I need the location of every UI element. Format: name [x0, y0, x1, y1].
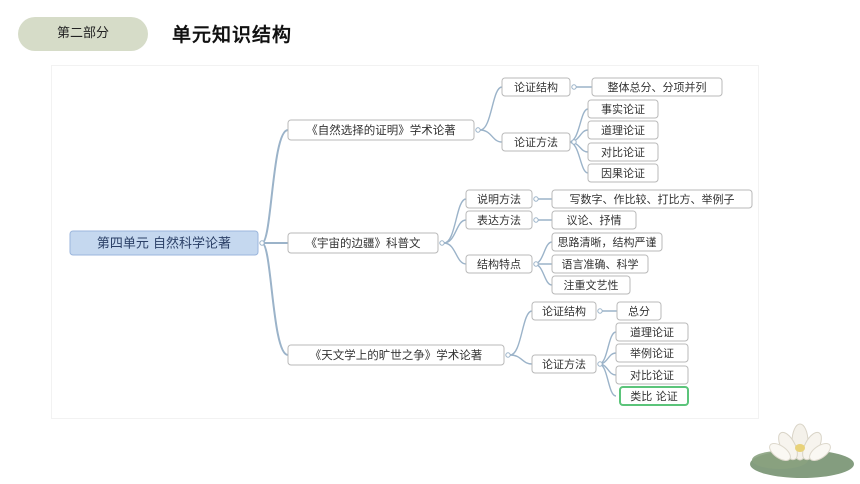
node-label: 类比 论证: [630, 389, 678, 403]
node-box: [551, 210, 637, 230]
node-box: [619, 386, 689, 406]
collapse-dot-icon[interactable]: [533, 261, 539, 267]
node-label: 《宇宙的边疆》科普文: [306, 236, 421, 250]
branch-node[interactable]: 《天文学上的旷世之争》学术论著: [287, 344, 505, 366]
collapse-dot-icon[interactable]: [533, 217, 539, 223]
node-box: [615, 322, 689, 342]
collapse-dot-icon[interactable]: [439, 240, 445, 246]
mind-map-svg: 第四单元 自然科学论著《自然选择的证明》学术论著论证结构整体总分、分项并列论证方…: [69, 77, 753, 406]
node-box: [501, 77, 571, 97]
node-box: [465, 254, 533, 274]
node-label: 论证方法: [542, 357, 586, 371]
collapse-dot-icon[interactable]: [571, 139, 577, 145]
leaf-node[interactable]: 整体总分、分项并列: [591, 77, 723, 97]
leaf-node[interactable]: 注重文艺性: [551, 275, 631, 295]
node-label: 语言准确、科学: [562, 257, 639, 271]
node-label: 注重文艺性: [564, 278, 619, 292]
node-box: [551, 254, 649, 274]
node-box: [531, 301, 597, 321]
node-box: [551, 232, 663, 252]
collapse-dot-icon[interactable]: [505, 352, 511, 358]
subtopic-node[interactable]: 论证方法: [501, 132, 571, 152]
node-box: [587, 163, 659, 183]
node-label: 《自然选择的证明》学术论著: [306, 123, 456, 137]
node-box: [287, 344, 505, 366]
leaf-node[interactable]: 对比论证: [615, 365, 689, 385]
root-node[interactable]: 第四单元 自然科学论著: [69, 230, 259, 256]
selected-leaf-node[interactable]: 类比 论证: [619, 386, 689, 406]
leaf-node[interactable]: 语言准确、科学: [551, 254, 649, 274]
node-label: 《天文学上的旷世之争》学术论著: [310, 348, 483, 362]
node-label: 论证方法: [514, 135, 558, 149]
node-label: 结构特点: [477, 257, 521, 271]
subtopic-node[interactable]: 论证方法: [531, 354, 597, 374]
node-label: 整体总分、分项并列: [608, 80, 707, 94]
node-box: [616, 301, 662, 321]
leaf-node[interactable]: 议论、抒情: [551, 210, 637, 230]
collapse-dot-icon[interactable]: [259, 240, 265, 246]
page-title: 单元知识结构: [172, 24, 293, 46]
node-label: 思路清晰，结构严谨: [558, 235, 657, 249]
node-box: [531, 354, 597, 374]
subtopic-node[interactable]: 说明方法: [465, 189, 533, 209]
node-box: [591, 77, 723, 97]
collapse-dot-icon[interactable]: [571, 84, 577, 90]
leaf-node[interactable]: 总分: [616, 301, 662, 321]
leaf-node[interactable]: 事实论证: [587, 99, 659, 119]
leaf-node[interactable]: 写数字、作比较、打比方、举例子: [551, 189, 753, 209]
node-label: 说明方法: [477, 192, 521, 206]
node-box: [69, 230, 259, 256]
node-label: 对比论证: [630, 368, 674, 382]
branch-node[interactable]: 《自然选择的证明》学术论著: [287, 119, 475, 141]
collapse-dot-icon[interactable]: [475, 127, 481, 133]
node-label: 举例论证: [630, 346, 674, 360]
node-box: [551, 189, 753, 209]
mind-map-canvas[interactable]: 第四单元 自然科学论著《自然选择的证明》学术论著论证结构整体总分、分项并列论证方…: [52, 66, 758, 418]
collapse-dot-icon[interactable]: [597, 361, 603, 367]
node-label: 因果论证: [601, 166, 645, 180]
leaf-node[interactable]: 举例论证: [615, 343, 689, 363]
node-box: [465, 210, 533, 230]
subtopic-node[interactable]: 表达方法: [465, 210, 533, 230]
node-label: 事实论证: [601, 102, 645, 116]
collapse-dot-icon[interactable]: [533, 196, 539, 202]
node-box: [587, 142, 659, 162]
leaf-node[interactable]: 道理论证: [615, 322, 689, 342]
node-label: 表达方法: [477, 213, 521, 227]
branch-node[interactable]: 《宇宙的边疆》科普文: [287, 232, 439, 254]
subtopic-node[interactable]: 论证结构: [501, 77, 571, 97]
lotus-decoration-icon: [750, 423, 854, 478]
node-box: [465, 189, 533, 209]
node-box: [587, 99, 659, 119]
leaf-node[interactable]: 道理论证: [587, 120, 659, 140]
node-label: 论证结构: [542, 304, 586, 318]
node-box: [287, 232, 439, 254]
node-box: [587, 120, 659, 140]
leaf-node[interactable]: 思路清晰，结构严谨: [551, 232, 663, 252]
leaf-node[interactable]: 对比论证: [587, 142, 659, 162]
collapse-dot-icon[interactable]: [597, 308, 603, 314]
section-label: 第二部分: [18, 17, 148, 51]
node-box: [615, 365, 689, 385]
subtopic-node[interactable]: 结构特点: [465, 254, 533, 274]
node-label: 议论、抒情: [567, 213, 622, 227]
header-bar: 第二部分 单元知识结构: [0, 0, 860, 66]
node-label: 道理论证: [630, 325, 674, 339]
node-box: [287, 119, 475, 141]
node-box: [551, 275, 631, 295]
node-label: 道理论证: [601, 123, 645, 137]
node-label: 对比论证: [601, 145, 645, 159]
node-box: [501, 132, 571, 152]
node-label: 第四单元 自然科学论著: [97, 236, 231, 252]
node-label: 论证结构: [514, 80, 558, 94]
node-box: [615, 343, 689, 363]
subtopic-node[interactable]: 论证结构: [531, 301, 597, 321]
node-label: 总分: [628, 304, 650, 318]
root-connectors: [261, 129, 289, 356]
leaf-node[interactable]: 因果论证: [587, 163, 659, 183]
mind-map-nodes: 第四单元 自然科学论著《自然选择的证明》学术论著论证结构整体总分、分项并列论证方…: [69, 77, 753, 406]
node-label: 写数字、作比较、打比方、举例子: [570, 192, 735, 206]
